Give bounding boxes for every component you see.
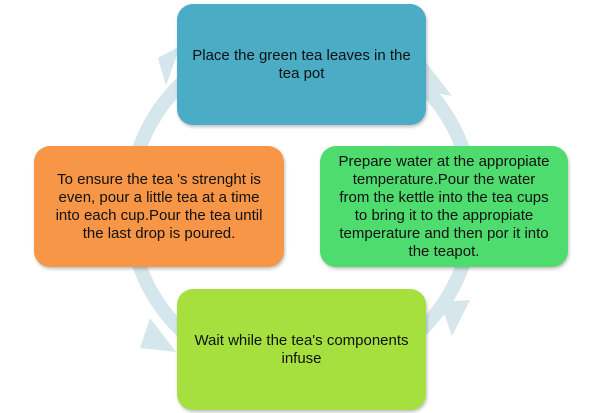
arrowhead-top-left	[158, 46, 180, 86]
arrowhead-bottom-left	[140, 318, 176, 352]
step-text: Prepare water at the appropiate temperat…	[338, 152, 550, 260]
step-box-pour-tea: To ensure the tea 's strenght is even, p…	[34, 146, 284, 267]
arrowhead-top-right	[420, 60, 452, 96]
arrowhead-bottom-right	[440, 300, 470, 336]
step-text: Wait while the tea's components infuse	[194, 331, 409, 367]
step-box-infuse: Wait while the tea's components infuse	[177, 289, 426, 410]
step-text: Place the green tea leaves in the tea po…	[192, 46, 411, 82]
step-text: To ensure the tea 's strenght is even, p…	[55, 170, 263, 242]
step-box-place-leaves: Place the green tea leaves in the tea po…	[177, 4, 426, 125]
step-box-prepare-water: Prepare water at the appropiate temperat…	[320, 146, 568, 267]
